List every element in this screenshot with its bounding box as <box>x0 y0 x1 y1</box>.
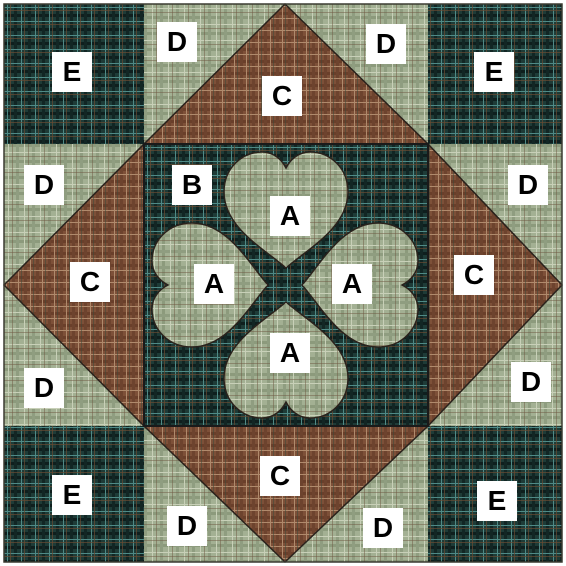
label-d-top-left: D <box>157 22 197 62</box>
label-a-bottom: A <box>270 333 310 373</box>
label-e-bottom-right: E <box>477 481 517 521</box>
label-e-top-right: E <box>474 52 514 92</box>
label-a-right: A <box>332 264 372 304</box>
label-d-bottom-right: D <box>363 508 403 548</box>
label-c-right: C <box>454 255 494 295</box>
label-d-right-lower: D <box>511 362 551 402</box>
label-d-right-upper: D <box>508 165 548 205</box>
label-b-center: B <box>172 165 212 205</box>
label-d-left-upper: D <box>24 165 64 205</box>
label-d-bottom-left: D <box>167 506 207 546</box>
label-d-top-right: D <box>366 24 406 64</box>
label-c-top: C <box>262 76 302 116</box>
label-c-left: C <box>70 262 110 302</box>
label-e-bottom-left: E <box>52 475 92 515</box>
label-a-top: A <box>270 196 310 236</box>
label-e-top-left: E <box>52 52 92 92</box>
label-c-bottom: C <box>260 456 300 496</box>
label-a-left: A <box>194 264 234 304</box>
label-d-left-lower: D <box>24 368 64 408</box>
